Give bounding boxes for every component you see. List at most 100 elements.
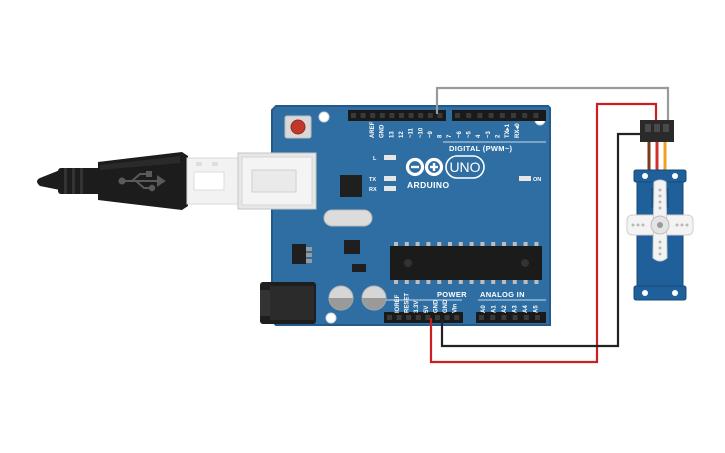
usb-cable-end xyxy=(37,170,60,190)
header-pin-hole[interactable] xyxy=(523,315,529,320)
header-pin-hole[interactable] xyxy=(351,113,356,118)
pin-label: A1 xyxy=(492,305,498,313)
header-pin-hole[interactable] xyxy=(466,113,472,118)
header-pin-hole[interactable] xyxy=(360,113,366,118)
pin-label: 4 xyxy=(476,134,482,138)
pin-label: ~3 xyxy=(486,130,492,138)
pin-label: ~10 xyxy=(418,127,424,138)
power-jack[interactable] xyxy=(260,282,316,324)
servo-horn[interactable] xyxy=(626,179,694,262)
pin-label: 3.3V xyxy=(414,301,420,313)
small-component xyxy=(352,264,366,272)
pin-label: RX◂0 xyxy=(515,123,521,138)
uno-badge xyxy=(445,155,485,179)
pin-label: 8 xyxy=(438,134,444,138)
digital-header-right[interactable] xyxy=(452,110,546,121)
pin-label: 12 xyxy=(399,131,405,138)
capacitor xyxy=(361,285,387,311)
header-pin-hole[interactable] xyxy=(435,315,440,320)
header-pin-hole[interactable] xyxy=(437,113,443,118)
header-pin-hole[interactable] xyxy=(522,113,528,118)
pin-label: 5V xyxy=(424,306,430,313)
usb-chip xyxy=(340,175,362,197)
power-wire-red[interactable] xyxy=(429,102,658,364)
pin-label: ~11 xyxy=(409,127,415,138)
pin-label: GND xyxy=(433,299,439,313)
digital-header-label: DIGITAL (PWM~) xyxy=(449,144,512,153)
header-pin-hole[interactable] xyxy=(501,315,507,320)
header-pin-hole[interactable] xyxy=(535,315,540,320)
digital-header-left[interactable] xyxy=(348,110,446,121)
pin-label: A3 xyxy=(513,305,519,313)
header-pin-hole[interactable] xyxy=(533,113,539,118)
header-pin-hole[interactable] xyxy=(477,113,483,118)
status-leds: L TX RX ON xyxy=(369,155,541,193)
pin-label: IOREF xyxy=(395,294,401,313)
header-pin-hole[interactable] xyxy=(396,315,402,320)
capacitor xyxy=(328,285,354,311)
header-pin-hole[interactable] xyxy=(379,113,385,118)
pin-label: AREF xyxy=(370,121,376,138)
servo-mount-hole xyxy=(672,290,678,296)
led-label-on: ON xyxy=(533,177,541,183)
crystal-oscillator xyxy=(323,209,373,227)
header-pin-hole[interactable] xyxy=(444,315,450,320)
header-pin-hole[interactable] xyxy=(389,113,395,118)
pin-label: 7 xyxy=(447,134,453,138)
header-pin-hole[interactable] xyxy=(490,315,496,320)
led-label-l: L xyxy=(373,156,377,162)
pin-label: Vin xyxy=(453,303,459,313)
arduino-logo-icon xyxy=(405,157,444,177)
header-pin-hole[interactable] xyxy=(511,113,516,118)
header-pin-hole[interactable] xyxy=(454,315,460,320)
small-chip xyxy=(344,240,360,254)
led-label-rx: RX xyxy=(369,187,377,193)
usb-cable[interactable] xyxy=(37,152,240,210)
analog-header-label: ANALOG IN xyxy=(480,290,525,299)
servo-mount-hole xyxy=(642,290,648,296)
header-pin-hole[interactable] xyxy=(406,315,412,320)
header-pin-hole[interactable] xyxy=(387,315,392,320)
header-pin-hole[interactable] xyxy=(425,315,431,320)
mount-hole xyxy=(325,312,337,324)
led-label-tx: TX xyxy=(369,177,376,183)
header-pin-hole[interactable] xyxy=(418,113,424,118)
pin-label: ~5 xyxy=(467,130,473,138)
pin-label: GND xyxy=(380,124,386,138)
arduino-brand-text: ARDUINO xyxy=(407,180,449,190)
pin-label: GND xyxy=(443,299,449,313)
pin-label: TX▸1 xyxy=(505,123,511,138)
usb-symbol-icon xyxy=(118,171,166,192)
atmega-chip xyxy=(390,242,542,284)
analog-header[interactable] xyxy=(476,312,546,323)
signal-wire-gray[interactable] xyxy=(435,86,670,124)
header-pin-hole[interactable] xyxy=(415,315,421,320)
voltage-regulator xyxy=(292,244,312,264)
header-pin-hole[interactable] xyxy=(479,315,484,320)
header-pin-hole[interactable] xyxy=(427,113,433,118)
header-pin-hole[interactable] xyxy=(370,113,376,118)
servo-motor[interactable] xyxy=(626,120,694,301)
power-header[interactable] xyxy=(384,312,463,323)
pin-label: ~6 xyxy=(457,130,463,138)
header-pin-hole[interactable] xyxy=(499,113,505,118)
header-pin-hole[interactable] xyxy=(512,315,518,320)
header-pin-hole[interactable] xyxy=(488,113,494,118)
arduino-uno-board[interactable]: L TX RX ON ARDUINO UNO xyxy=(237,105,560,330)
pin-label: 2 xyxy=(495,134,501,138)
reset-button[interactable] xyxy=(284,115,312,139)
mount-hole xyxy=(318,111,330,123)
header-pin-hole[interactable] xyxy=(408,113,414,118)
pin-label: A4 xyxy=(523,305,529,313)
pin-label: A5 xyxy=(534,305,540,313)
uno-model-text: UNO xyxy=(449,159,480,175)
pin-label: RESET xyxy=(405,293,411,313)
pin-label: 13 xyxy=(389,131,395,138)
header-pin-hole[interactable] xyxy=(399,113,404,118)
pin-label: A2 xyxy=(502,305,508,313)
power-header-label: POWER xyxy=(437,290,467,299)
pin-label: ~9 xyxy=(428,130,434,138)
header-pin-hole[interactable] xyxy=(455,113,460,118)
pin-label: A0 xyxy=(481,305,487,313)
